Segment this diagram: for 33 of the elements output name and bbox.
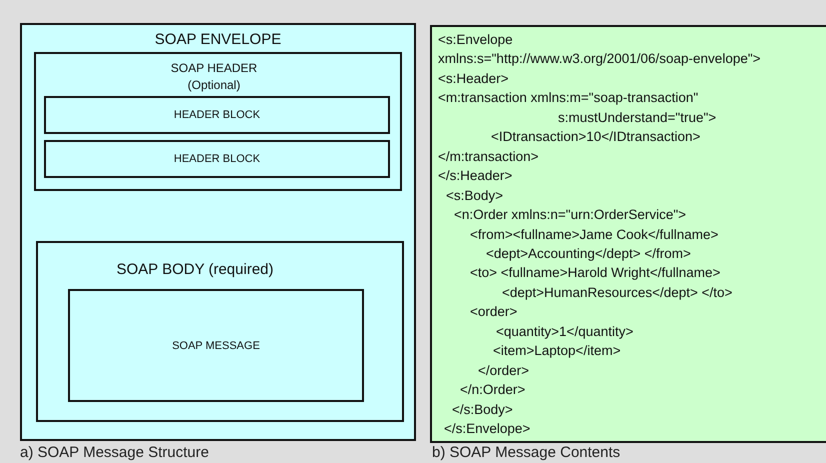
code-line: xmlns:s="http://www.w3.org/2001/06/soap-envelope"> <box>438 50 761 68</box>
code-line: <item>Laptop</item> <box>493 342 621 360</box>
body-section-box <box>36 241 404 422</box>
message-box: SOAP MESSAGE <box>68 289 364 402</box>
code-line: <order> <box>470 303 518 322</box>
code-line: <dept>HumanResources</dept> </to> <box>502 284 732 302</box>
code-line: <dept>Accounting</dept> </from> <box>486 244 691 263</box>
header-block: HEADER BLOCK <box>44 96 390 134</box>
code-line: <to> <fullname>Harold Wright</fullname> <box>470 264 720 282</box>
code-line: </order> <box>478 362 530 380</box>
code-line: <m:transaction xmlns:m="soap-transaction" <box>438 89 698 108</box>
code-line: </s:Envelope> <box>444 420 530 438</box>
code-line: <from><fullname>Jame Cook</fullname> <box>470 226 718 244</box>
code-line: <s:Header> <box>438 70 509 88</box>
header-section-box <box>34 52 402 191</box>
code-line: </s:Header> <box>438 167 512 186</box>
code-line: </n:Order> <box>460 381 526 400</box>
envelope-box <box>20 23 416 441</box>
code-line: </s:Body> <box>452 400 513 419</box>
panel-caption: b) SOAP Message Contents <box>432 444 620 461</box>
code-line: <IDtransaction>10</IDtransaction> <box>491 128 700 146</box>
code-line: </m:transaction> <box>438 148 539 166</box>
header-block: HEADER BLOCK <box>44 140 390 178</box>
section-title: SOAP HEADER (Optional) <box>170 60 258 94</box>
code-line: s:mustUnderstand="true"> <box>558 108 716 127</box>
panel-caption: a) SOAP Message Structure <box>20 444 209 461</box>
section-title: SOAP ENVELOPE <box>154 31 282 48</box>
code-line: <n:Order xmlns:n="urn:OrderService"> <box>454 206 686 224</box>
code-panel <box>430 25 826 443</box>
section-title: SOAP BODY (required) <box>115 261 274 278</box>
code-line: <s:Envelope <box>438 31 513 49</box>
code-line: <s:Body> <box>446 186 504 205</box>
code-line: <quantity>1</quantity> <box>496 322 634 341</box>
